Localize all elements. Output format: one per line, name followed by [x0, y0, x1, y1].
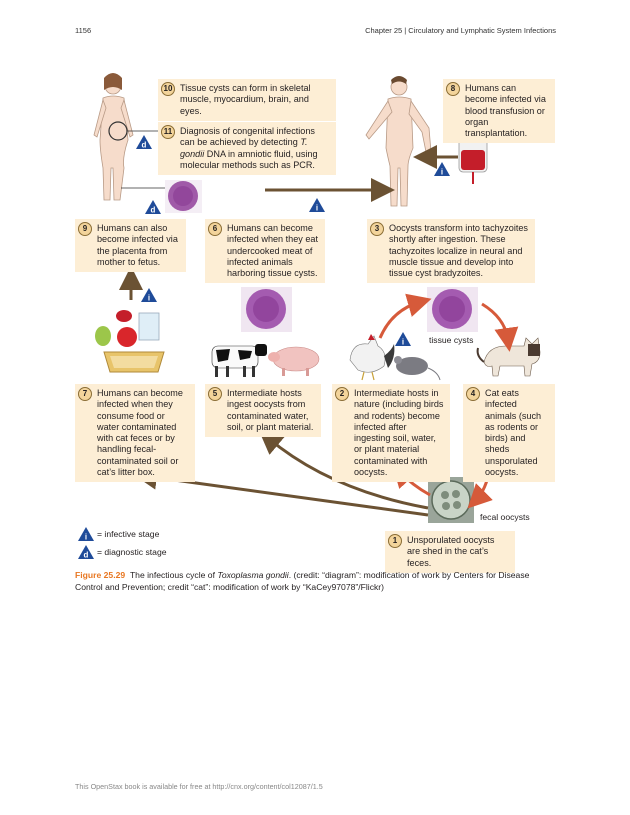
chapter-title: Chapter 25 | Circulatory and Lymphatic S… — [365, 26, 556, 35]
legend-diagnostic-label: = diagnostic stage — [97, 547, 167, 557]
infective-stage-marker: i — [309, 198, 325, 213]
step-4-box: 4 Cat eats infected animals (such as rod… — [463, 384, 555, 483]
blood-bag-image — [458, 137, 488, 184]
step-10-box: 10 Tissue cysts can form in skeletal mus… — [158, 79, 336, 121]
tissue-cyst-image-mother — [165, 180, 202, 213]
step-9-box: 9 Humans can also become infected via th… — [75, 219, 186, 273]
figure-label: Figure 25.29 — [75, 570, 126, 580]
fecal-oocysts-label: fecal oocysts — [480, 512, 530, 522]
man-figure — [365, 76, 432, 207]
step-number: 4 — [466, 387, 480, 401]
cow-and-pig-image — [211, 344, 320, 377]
step-text: Oocysts transform into tachyzoites short… — [389, 223, 528, 279]
infective-stage-marker: i — [434, 162, 450, 177]
diagnostic-stage-marker: d — [136, 135, 152, 150]
diagnostic-stage-letter: d — [84, 551, 89, 560]
diagnostic-stage-icon: d — [78, 545, 94, 560]
step-number: 5 — [208, 387, 222, 401]
step-3-box: 3 Oocysts transform into tachyzoites sho… — [367, 219, 535, 284]
step-2-box: 2 Intermediate hosts in nature (includin… — [332, 384, 450, 483]
step-number: 9 — [78, 222, 92, 236]
step-text: Humans can become infected when they con… — [97, 388, 183, 478]
tissue-cyst-image-meat — [241, 287, 292, 332]
diagnostic-stage-letter: d — [142, 141, 147, 150]
step-number: 2 — [335, 387, 349, 401]
step-number: 8 — [446, 82, 460, 96]
tissue-cysts-label: tissue cysts — [429, 335, 474, 345]
cat-image — [476, 337, 541, 377]
figure-caption: Figure 25.29 The infectious cycle of Tox… — [75, 570, 530, 592]
step-number: 3 — [370, 222, 384, 236]
step-text: Intermediate hosts ingest oocysts from c… — [227, 388, 314, 432]
page-number: 1156 — [75, 26, 92, 35]
tissue-cyst-image-animals — [427, 287, 478, 332]
infective-stage-letter: i — [148, 294, 150, 303]
step-7-box: 7 Humans can become infected when they c… — [75, 384, 195, 483]
step-text: Tissue cysts can form in skeletal muscle… — [180, 83, 311, 116]
step-11-box: 11 Diagnosis of congenital infections ca… — [158, 122, 336, 176]
step-number: 10 — [161, 82, 175, 96]
step-text: Humans can also become infected via the … — [97, 223, 178, 267]
infective-stage-icon: i — [78, 527, 94, 542]
step-text: Diagnosis of congenital infections can b… — [180, 126, 318, 170]
step-number: 7 — [78, 387, 92, 401]
life-cycle-diagram — [93, 73, 541, 523]
step-text: Humans can become infected when they eat… — [227, 223, 318, 279]
step-1-box: 1 Unsporulated oocysts are shed in the c… — [385, 531, 515, 573]
infective-stage-letter: i — [316, 204, 318, 213]
diagnostic-stage-marker: d — [145, 200, 161, 215]
infective-stage-marker: i — [141, 288, 157, 303]
fecal-oocyst-image — [428, 477, 474, 523]
infective-stage-letter: i — [402, 338, 404, 347]
legend: i = infective stage d = diagnostic stage — [77, 526, 197, 566]
infective-stage-marker: i — [395, 332, 411, 347]
step-text: Intermediate hosts in nature (including … — [354, 388, 444, 478]
step-text: Humans can become infected via blood tra… — [465, 83, 546, 139]
step-8-box: 8 Humans can become infected via blood t… — [443, 79, 555, 144]
step-text: Unsporulated oocysts are shed in the cat… — [407, 535, 495, 568]
rooster-and-mouse-image — [349, 334, 441, 381]
step-number: 1 — [388, 534, 402, 548]
step-6-box: 6 Humans can become infected when they e… — [205, 219, 325, 284]
infective-stage-letter: i — [85, 533, 87, 542]
pregnant-woman-figure — [93, 73, 134, 201]
infective-stage-letter: i — [441, 168, 443, 177]
food-water-litter-image — [95, 310, 165, 373]
footer-text: This OpenStax book is available for free… — [75, 782, 323, 791]
step-number: 11 — [161, 125, 175, 139]
legend-infective-label: = infective stage — [97, 529, 160, 539]
step-5-box: 5 Intermediate hosts ingest oocysts from… — [205, 384, 321, 438]
diagnostic-stage-letter: d — [151, 206, 156, 215]
step-text: Cat eats infected animals (such as roden… — [485, 388, 542, 478]
step-number: 6 — [208, 222, 222, 236]
